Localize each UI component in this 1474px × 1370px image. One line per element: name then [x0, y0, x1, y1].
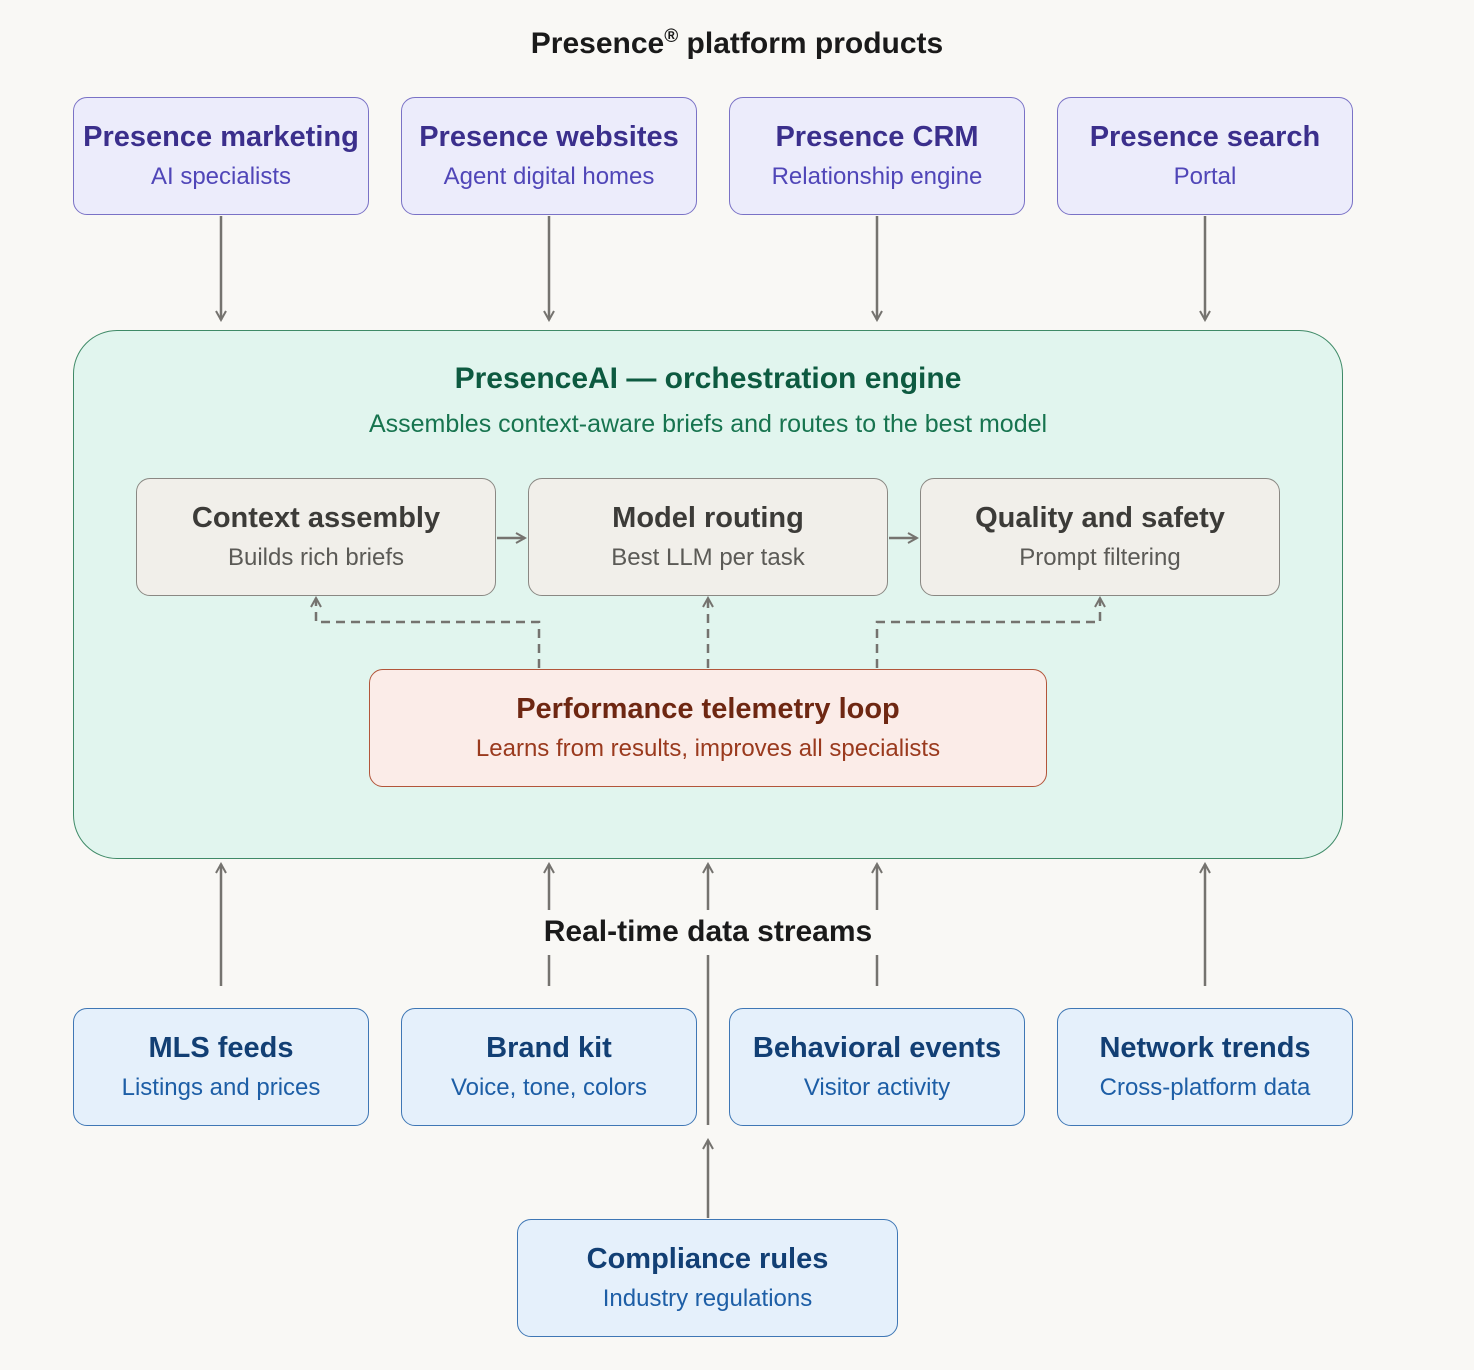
source-behavioral-events[interactable]: Behavioral events Visitor activity: [729, 1008, 1025, 1126]
registered-mark: ®: [664, 26, 679, 47]
telemetry-feedback-context: [316, 598, 541, 668]
source-subtitle: Industry regulations: [602, 1285, 813, 1312]
telemetry-loop[interactable]: Performance telemetry loop Learns from r…: [369, 669, 1047, 787]
product-websites[interactable]: Presence websites Agent digital homes: [401, 97, 697, 215]
stage-title: Model routing: [612, 502, 804, 534]
streams-label: Real-time data streams: [543, 915, 873, 948]
source-title: Compliance rules: [586, 1243, 829, 1275]
product-crm[interactable]: Presence CRM Relationship engine: [729, 97, 1025, 215]
product-title: Presence marketing: [83, 121, 359, 153]
product-search[interactable]: Presence search Portal: [1057, 97, 1353, 215]
diagram-title: Presence® platform products: [0, 26, 1474, 61]
telemetry-subtitle: Learns from results, improves all specia…: [475, 735, 941, 762]
stage-model-routing[interactable]: Model routing Best LLM per task: [528, 478, 888, 596]
stage-title: Quality and safety: [975, 502, 1225, 534]
source-subtitle: Visitor activity: [803, 1074, 951, 1101]
product-subtitle: Portal: [1173, 163, 1237, 190]
product-title: Presence CRM: [775, 121, 979, 153]
source-subtitle: Cross-platform data: [1099, 1074, 1311, 1101]
source-compliance-rules[interactable]: Compliance rules Industry regulations: [517, 1219, 898, 1337]
source-mls-feeds[interactable]: MLS feeds Listings and prices: [73, 1008, 369, 1126]
source-title: Network trends: [1099, 1032, 1311, 1064]
source-subtitle: Voice, tone, colors: [450, 1074, 648, 1101]
title-rest: platform products: [678, 27, 944, 60]
stage-subtitle: Prompt filtering: [1019, 544, 1181, 571]
stage-quality-safety[interactable]: Quality and safety Prompt filtering: [920, 478, 1280, 596]
stage-subtitle: Best LLM per task: [611, 544, 805, 571]
source-network-trends[interactable]: Network trends Cross-platform data: [1057, 1008, 1353, 1126]
product-subtitle: Agent digital homes: [443, 163, 655, 190]
source-title: Brand kit: [486, 1032, 612, 1064]
product-marketing[interactable]: Presence marketing AI specialists: [73, 97, 369, 215]
product-title: Presence search: [1089, 121, 1321, 153]
title-text: Presence: [530, 27, 665, 60]
source-subtitle: Listings and prices: [121, 1074, 321, 1101]
stage-title: Context assembly: [191, 502, 441, 534]
stage-subtitle: Builds rich briefs: [227, 544, 405, 571]
telemetry-feedback-quality: [875, 598, 1100, 668]
engine-subtitle: Assembles context-aware briefs and route…: [368, 410, 1048, 438]
source-brand-kit[interactable]: Brand kit Voice, tone, colors: [401, 1008, 697, 1126]
product-subtitle: Relationship engine: [771, 163, 983, 190]
source-title: Behavioral events: [752, 1032, 1002, 1064]
stage-context-assembly[interactable]: Context assembly Builds rich briefs: [136, 478, 496, 596]
telemetry-title: Performance telemetry loop: [516, 693, 900, 725]
product-subtitle: AI specialists: [150, 163, 292, 190]
source-title: MLS feeds: [148, 1032, 294, 1064]
engine-title: PresenceAI — orchestration engine: [454, 362, 962, 395]
product-title: Presence websites: [419, 121, 679, 153]
